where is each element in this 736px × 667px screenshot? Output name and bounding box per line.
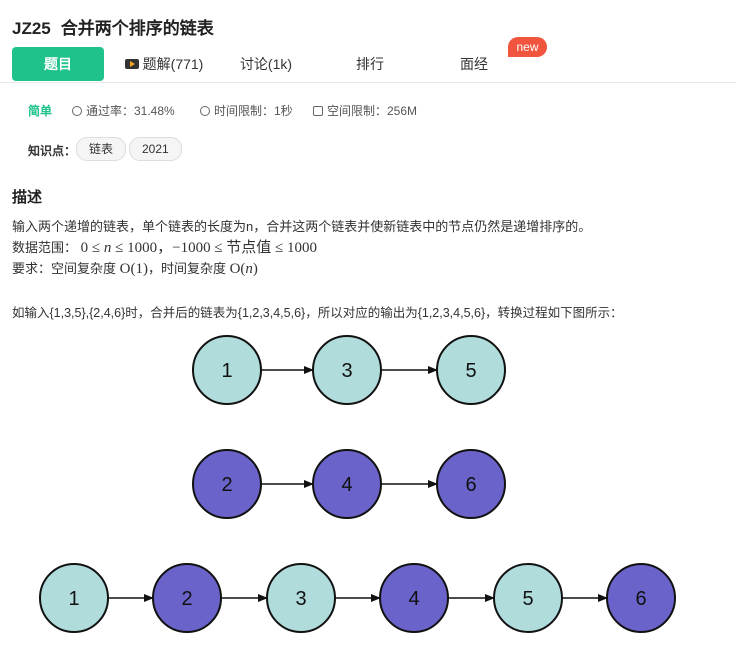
- tab-ranking[interactable]: 排行: [356, 56, 384, 72]
- new-badge: new: [508, 37, 547, 57]
- merged-node-label: 4: [408, 588, 419, 610]
- merged-node: [39, 563, 109, 633]
- example-text: 如输入{1,3,5},{2,4,6}时，合并后的链表为{1,2,3,4,5,6}…: [12, 306, 623, 320]
- pass-rate-text: 通过率：31.48%: [86, 104, 175, 118]
- range-expression: 0 ≤ n ≤ 1000，−1000 ≤ 节点值 ≤ 1000: [80, 240, 318, 256]
- tab-bar: 题目 题解(771) 讨论(1k) 排行 面经: [0, 44, 736, 83]
- tab-problem[interactable]: 题目: [12, 47, 104, 81]
- range-label: 数据范围：: [12, 240, 78, 255]
- merged-node-label: 3: [295, 588, 306, 610]
- tag-linked-list[interactable]: 链表: [76, 137, 127, 161]
- difficulty-label: 简单: [28, 104, 53, 118]
- merged-node: [379, 563, 449, 633]
- time-limit-text: 时间限制：1秒: [214, 104, 293, 118]
- time-complexity: O(n): [229, 261, 258, 277]
- merged-node: [493, 563, 563, 633]
- req-mid: ，时间复杂度: [147, 261, 230, 276]
- list1-node: [192, 335, 262, 405]
- tab-discussion[interactable]: 讨论(1k): [239, 56, 293, 72]
- list1-node: [436, 335, 506, 405]
- space-limit-text: 空间限制：256M: [327, 104, 418, 118]
- problem-name: 合并两个排序的链表: [60, 19, 214, 38]
- list1-node-label: 3: [341, 360, 352, 382]
- list2-node-label: 2: [221, 474, 232, 496]
- req-label: 要求：空间复杂度: [12, 261, 120, 276]
- description-heading: 描述: [12, 189, 43, 206]
- space-limit: 空间限制：256M: [313, 102, 417, 119]
- list2-node-label: 6: [465, 474, 476, 496]
- list2-node: [192, 449, 262, 519]
- merged-node-label: 1: [68, 588, 79, 610]
- list1-node: [312, 335, 382, 405]
- video-play-icon: [124, 59, 139, 69]
- requirement-line: 要求：空间复杂度 O(1)，时间复杂度 O(n): [12, 258, 258, 278]
- merged-node-label: 2: [181, 588, 192, 610]
- tab-solutions-label: 题解(771): [142, 56, 204, 72]
- list2-node-label: 4: [341, 474, 352, 496]
- list2-node: [312, 449, 382, 519]
- problem-code: JZ25: [12, 19, 51, 38]
- tab-solutions[interactable]: 题解(771): [116, 47, 212, 81]
- pass-rate: 通过率：31.48%: [72, 102, 175, 119]
- list1-node-label: 1: [221, 360, 232, 382]
- check-circle-icon: [72, 106, 82, 116]
- space-complexity: O(1): [119, 261, 148, 277]
- list2-node: [436, 449, 506, 519]
- merged-node: [152, 563, 222, 633]
- knowledge-label: 知识点：: [28, 144, 77, 158]
- tab-interview[interactable]: 面经: [460, 56, 488, 72]
- merged-node: [266, 563, 336, 633]
- merged-node-label: 5: [522, 588, 533, 610]
- tag-2021[interactable]: 2021: [129, 137, 182, 161]
- merge-diagram: 1 3 5 2 4 6 1 2 3 4 5 6: [39, 335, 676, 633]
- list1-node-label: 5: [465, 360, 476, 382]
- chip-icon: [313, 106, 323, 116]
- problem-title: JZ25 合并两个排序的链表: [12, 14, 214, 39]
- time-limit: 时间限制：1秒: [200, 102, 293, 119]
- data-range-line: 数据范围： 0 ≤ n ≤ 1000，−1000 ≤ 节点值 ≤ 1000: [12, 236, 317, 257]
- clock-icon: [200, 106, 210, 116]
- merged-node-label: 6: [635, 588, 646, 610]
- merged-node: [606, 563, 676, 633]
- description-line1: 输入两个递增的链表，单个链表的长度为n，合并这两个链表并使新链表中的节点仍然是递…: [12, 219, 592, 234]
